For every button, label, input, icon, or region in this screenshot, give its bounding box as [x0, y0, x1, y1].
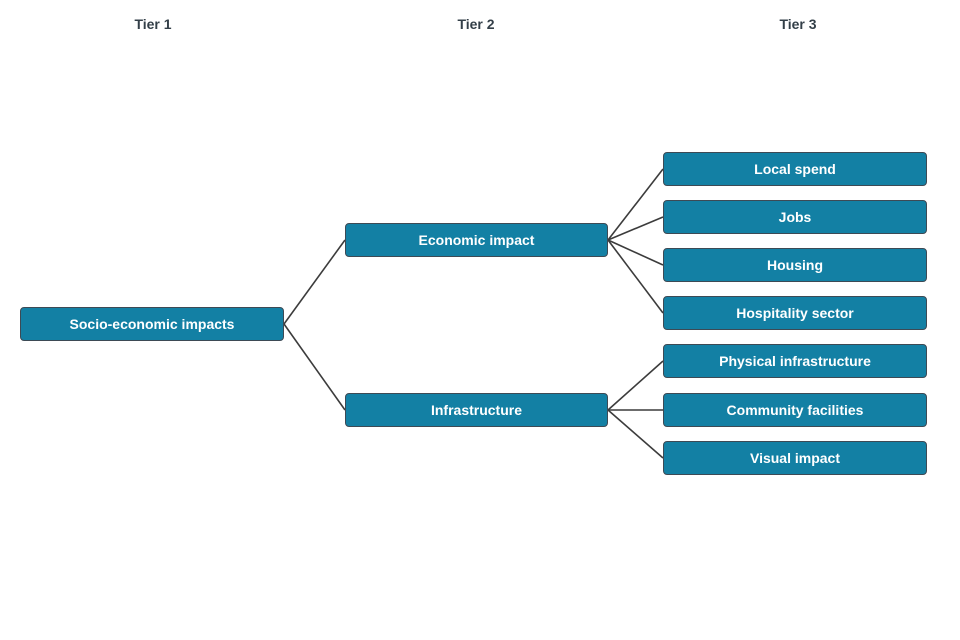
- connector-economic-jobs: [607, 216, 664, 241]
- connector-infra-visual: [607, 409, 664, 459]
- node-housing: Housing: [663, 248, 927, 282]
- tier-2-header: Tier 2: [457, 16, 495, 32]
- connector-infra-physical: [607, 360, 664, 411]
- connector-economic-hospitality: [607, 239, 664, 314]
- node-economic-impact: Economic impact: [345, 223, 608, 257]
- node-socio-economic-impacts: Socio-economic impacts: [20, 307, 284, 341]
- tier-3-header: Tier 3: [779, 16, 817, 32]
- node-hospitality-sector: Hospitality sector: [663, 296, 927, 330]
- node-local-spend: Local spend: [663, 152, 927, 186]
- node-community-facilities: Community facilities: [663, 393, 927, 427]
- connector-root-economic: [283, 239, 346, 325]
- node-physical-infrastructure: Physical infrastructure: [663, 344, 927, 378]
- connector-root-infrastructure: [283, 323, 346, 411]
- node-infrastructure: Infrastructure: [345, 393, 608, 427]
- node-jobs: Jobs: [663, 200, 927, 234]
- connector-economic-local-spend: [607, 168, 664, 241]
- node-visual-impact: Visual impact: [663, 441, 927, 475]
- tier-1-header: Tier 1: [134, 16, 172, 32]
- connector-economic-housing: [607, 239, 664, 266]
